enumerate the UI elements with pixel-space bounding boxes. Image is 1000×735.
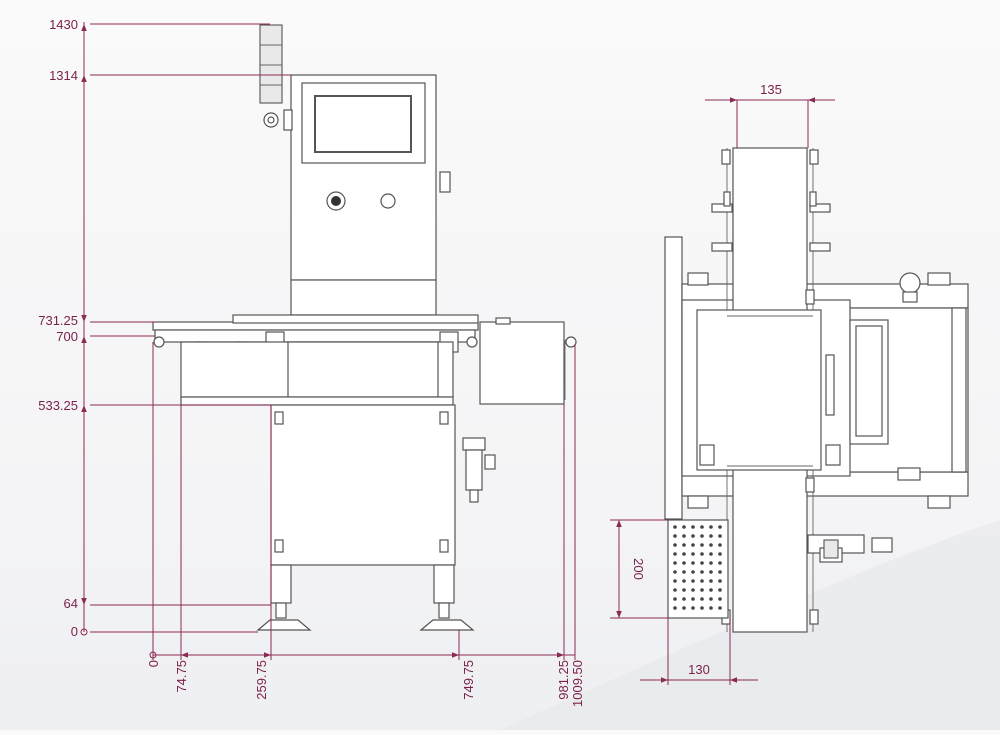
width-label-259: 259.75 — [254, 660, 269, 700]
hopper-hole — [691, 561, 695, 565]
hopper-hole — [673, 579, 677, 583]
height-label-64: 64 — [64, 596, 78, 611]
hopper-hole — [673, 543, 677, 547]
hopper-hole — [691, 570, 695, 574]
hopper-hole — [673, 570, 677, 574]
hopper-hole — [709, 552, 713, 556]
height-label-1314: 1314 — [49, 68, 78, 83]
hopper-hole — [718, 525, 722, 529]
hopper-hole — [709, 570, 713, 574]
width-label-0: 0 — [146, 660, 161, 667]
hopper-hole — [682, 570, 686, 574]
top-view-machine — [664, 147, 969, 633]
hopper-hole — [691, 552, 695, 556]
hopper-hole — [673, 552, 677, 556]
hopper-hole — [709, 525, 713, 529]
hopper-hole — [709, 561, 713, 565]
hopper-hole — [709, 606, 713, 610]
height-label-700: 700 — [56, 329, 78, 344]
hopper-hole — [691, 579, 695, 583]
hopper-hole — [700, 597, 704, 601]
front-width-dimensions: 0 74.75 259.75 749.75 981.25 1009.50 — [146, 342, 585, 707]
hopper-hole — [700, 534, 704, 538]
hopper-hole — [682, 588, 686, 592]
front-view-machine — [152, 24, 577, 631]
width-label-749: 749.75 — [461, 660, 476, 700]
hopper-hole — [682, 543, 686, 547]
hopper-hole — [673, 561, 677, 565]
hopper-hole — [709, 543, 713, 547]
hopper-hole — [700, 543, 704, 547]
hopper-hole — [700, 552, 704, 556]
hopper-hole — [691, 534, 695, 538]
height-label-1430: 1430 — [49, 17, 78, 32]
hopper-hole-grid — [673, 525, 722, 610]
hopper-hole — [718, 597, 722, 601]
width-label-1009: 1009.50 — [570, 660, 585, 707]
hopper-hole — [673, 588, 677, 592]
hopper-hole — [700, 579, 704, 583]
width-label-74: 74.75 — [174, 660, 189, 693]
hopper-hole — [691, 588, 695, 592]
hopper-hole — [673, 525, 677, 529]
hopper-hole — [673, 534, 677, 538]
hopper-hole — [709, 597, 713, 601]
top-view-dimensions: 135 200 130 — [610, 82, 835, 685]
height-label-0: 0 — [71, 624, 78, 639]
hopper-hole — [691, 543, 695, 547]
hopper-hole — [718, 543, 722, 547]
hopper-hole — [691, 606, 695, 610]
hopper-hole — [718, 570, 722, 574]
width-label-981: 981.25 — [556, 660, 571, 700]
hopper-hole — [682, 534, 686, 538]
height-label-533: 533.25 — [38, 398, 78, 413]
belt-width-label: 135 — [760, 82, 782, 97]
hopper-hole — [709, 534, 713, 538]
hopper-hole — [700, 588, 704, 592]
hopper-hole — [700, 606, 704, 610]
hopper-hole — [700, 525, 704, 529]
hopper-hole — [691, 597, 695, 601]
hopper-hole — [709, 579, 713, 583]
hopper-hole — [700, 561, 704, 565]
hopper-hole — [709, 588, 713, 592]
hopper-hole — [718, 561, 722, 565]
hopper-hole — [700, 570, 704, 574]
hopper-hole — [682, 561, 686, 565]
hopper-hole — [682, 579, 686, 583]
hopper-width-label: 130 — [688, 662, 710, 677]
hopper-hole — [718, 579, 722, 583]
hopper-hole — [682, 597, 686, 601]
hopper-hole — [718, 606, 722, 610]
hopper-hole — [682, 606, 686, 610]
hopper-hole — [673, 597, 677, 601]
hopper-hole — [718, 552, 722, 556]
hopper-hole — [718, 534, 722, 538]
hopper-hole — [673, 606, 677, 610]
hopper-length-label: 200 — [631, 558, 646, 580]
hopper-hole — [691, 525, 695, 529]
height-label-731: 731.25 — [38, 313, 78, 328]
hopper-hole — [682, 552, 686, 556]
hopper-hole — [682, 525, 686, 529]
hopper-hole — [718, 588, 722, 592]
